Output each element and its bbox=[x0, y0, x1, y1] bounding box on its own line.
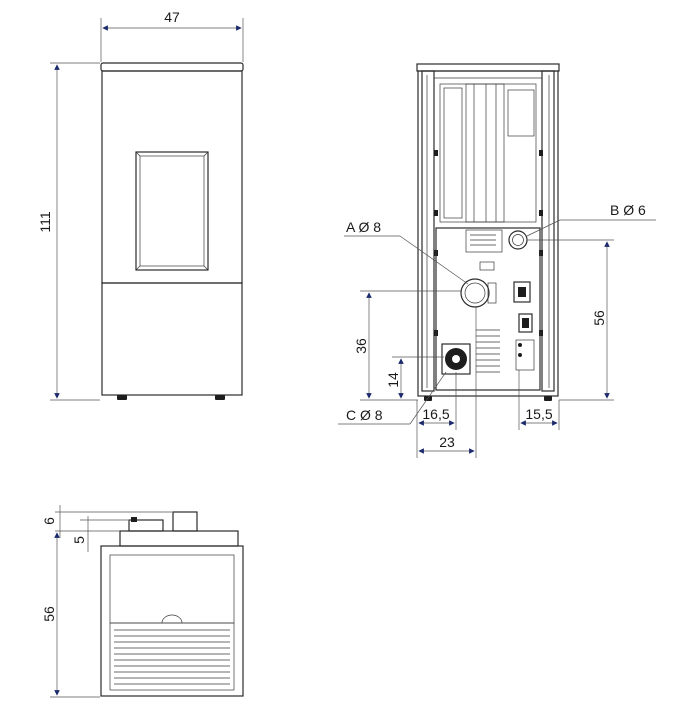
label-outlet-b: B Ø 6 bbox=[610, 202, 646, 218]
outlet-b bbox=[508, 230, 528, 250]
dim-top-5: 5 bbox=[71, 536, 87, 544]
rear-view: A Ø 8 B Ø 6 C Ø 8 56 36 14 16,5 15,5 23 bbox=[338, 63, 656, 458]
dim-front-width: 47 bbox=[164, 9, 180, 25]
label-outlet-a: A Ø 8 bbox=[346, 219, 381, 235]
dim-rear-a-height: 36 bbox=[353, 338, 369, 354]
top-grille bbox=[109, 614, 235, 691]
front-view: 47 111 bbox=[37, 9, 244, 401]
dim-rear-offset-c: 16,5 bbox=[422, 406, 449, 422]
outlet-a bbox=[460, 261, 497, 308]
front-foot-right bbox=[215, 395, 225, 400]
dim-rear-b-height: 56 bbox=[591, 310, 607, 326]
rear-lower-louvres bbox=[476, 329, 500, 373]
top-view: 6 5 56 bbox=[41, 505, 244, 698]
dim-top-depth: 56 bbox=[41, 606, 57, 622]
top-outlet-b bbox=[128, 519, 164, 532]
dim-front-height: 111 bbox=[37, 211, 53, 232]
dim-top-6: 6 bbox=[41, 517, 57, 525]
dim-rear-c-height: 14 bbox=[385, 372, 401, 388]
rear-control-box bbox=[513, 281, 535, 371]
front-door-window bbox=[135, 151, 209, 271]
dim-rear-offset-a: 23 bbox=[439, 434, 455, 450]
rear-upper-louvres bbox=[465, 229, 503, 253]
label-outlet-c: C Ø 8 bbox=[346, 407, 383, 423]
outlet-c bbox=[441, 343, 471, 375]
top-outlet-a bbox=[172, 511, 198, 532]
rear-foot-right bbox=[544, 396, 552, 401]
dim-rear-offset-right: 15,5 bbox=[525, 406, 552, 422]
front-foot-left bbox=[117, 395, 127, 400]
